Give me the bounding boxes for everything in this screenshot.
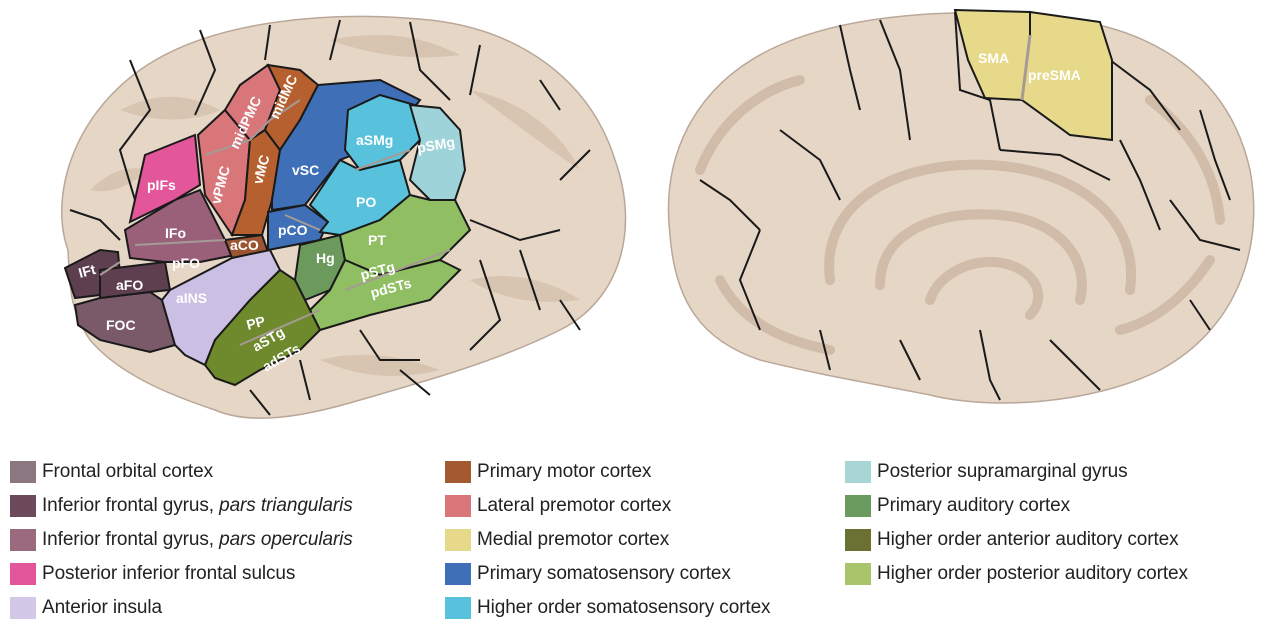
legend-item: Posterior inferior frontal sulcus (10, 557, 353, 591)
brain-figure: FOC IFt aFO IFo pFO pIFs vPMC midPMC vMC… (0, 0, 1265, 430)
label-aINS: aINS (176, 290, 207, 306)
legend-label: Higher order posterior auditory cortex (877, 563, 1188, 585)
legend-swatch (10, 597, 36, 619)
legend-swatch (445, 495, 471, 517)
legend-column-1: Frontal orbital cortex Inferior frontal … (10, 455, 353, 625)
label-vSC: vSC (292, 162, 319, 178)
legend-label: Higher order somatosensory cortex (477, 597, 770, 619)
legend-label: Primary motor cortex (477, 461, 651, 483)
legend-label: Medial premotor cortex (477, 529, 669, 551)
legend-swatch (845, 563, 871, 585)
legend-swatch (10, 563, 36, 585)
legend-item: Higher order anterior auditory cortex (845, 523, 1188, 557)
legend-item: Higher order somatosensory cortex (445, 591, 770, 625)
legend-swatch (445, 461, 471, 483)
label-PT: PT (368, 232, 386, 248)
legend-item: Lateral premotor cortex (445, 489, 770, 523)
legend-item: Higher order posterior auditory cortex (845, 557, 1188, 591)
legend-swatch (845, 529, 871, 551)
lateral-hemisphere: FOC IFt aFO IFo pFO pIFs vPMC midPMC vMC… (62, 17, 626, 419)
legend-swatch (10, 495, 36, 517)
legend-label: Posterior supramarginal gyrus (877, 461, 1128, 483)
label-SMA: SMA (978, 50, 1009, 66)
legend-item: Posterior supramarginal gyrus (845, 455, 1188, 489)
legend-item: Primary auditory cortex (845, 489, 1188, 523)
legend-item: Inferior frontal gyrus, pars triangulari… (10, 489, 353, 523)
legend-item: Frontal orbital cortex (10, 455, 353, 489)
legend: Frontal orbital cortex Inferior frontal … (0, 455, 1265, 629)
legend-label: Higher order anterior auditory cortex (877, 529, 1179, 551)
legend-label: Lateral premotor cortex (477, 495, 671, 517)
legend-swatch (845, 461, 871, 483)
label-pFO: pFO (172, 255, 200, 271)
legend-column-3: Posterior supramarginal gyrus Primary au… (845, 455, 1188, 591)
medial-hemisphere: SMA preSMA (668, 10, 1253, 403)
legend-label: Inferior frontal gyrus, pars triangulari… (42, 495, 353, 517)
legend-swatch (10, 529, 36, 551)
label-aSMg: aSMg (356, 132, 393, 148)
label-preSMA: preSMA (1028, 67, 1081, 83)
legend-item: Primary somatosensory cortex (445, 557, 770, 591)
legend-swatch (445, 563, 471, 585)
legend-label: Primary auditory cortex (877, 495, 1070, 517)
label-pIFs: pIFs (147, 177, 176, 193)
legend-label: Primary somatosensory cortex (477, 563, 731, 585)
legend-item: Inferior frontal gyrus, pars opercularis (10, 523, 353, 557)
legend-label: Anterior insula (42, 597, 162, 619)
label-PO: PO (356, 194, 376, 210)
legend-column-2: Primary motor cortex Lateral premotor co… (445, 455, 770, 625)
label-aFO: aFO (116, 277, 143, 293)
legend-label: Posterior inferior frontal sulcus (42, 563, 295, 585)
legend-item: Anterior insula (10, 591, 353, 625)
legend-swatch (445, 529, 471, 551)
label-aCO: aCO (230, 237, 259, 253)
legend-label: Frontal orbital cortex (42, 461, 213, 483)
label-pCO: pCO (278, 222, 308, 238)
legend-label: Inferior frontal gyrus, pars opercularis (42, 529, 353, 551)
legend-swatch (10, 461, 36, 483)
legend-swatch (845, 495, 871, 517)
label-Hg: Hg (316, 250, 335, 266)
legend-item: Primary motor cortex (445, 455, 770, 489)
legend-item: Medial premotor cortex (445, 523, 770, 557)
label-IFo: IFo (165, 225, 186, 241)
legend-swatch (445, 597, 471, 619)
label-FOC: FOC (106, 317, 136, 333)
